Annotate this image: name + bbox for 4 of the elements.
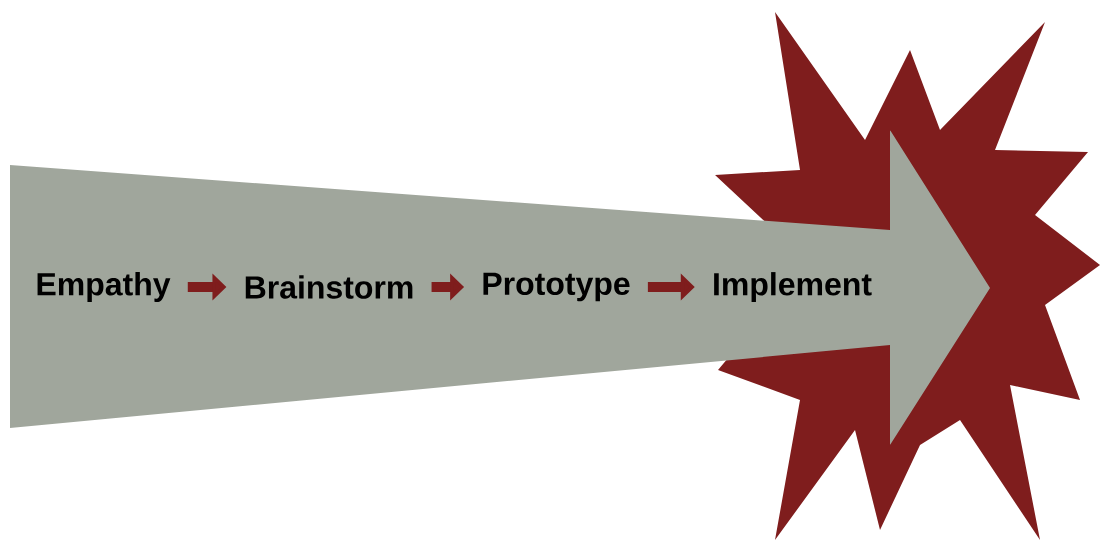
step-label: Prototype	[483, 272, 630, 302]
step-label: Empathy	[37, 272, 171, 302]
step-label: Implement	[714, 272, 872, 302]
step-label: Brainstorm	[245, 275, 413, 299]
